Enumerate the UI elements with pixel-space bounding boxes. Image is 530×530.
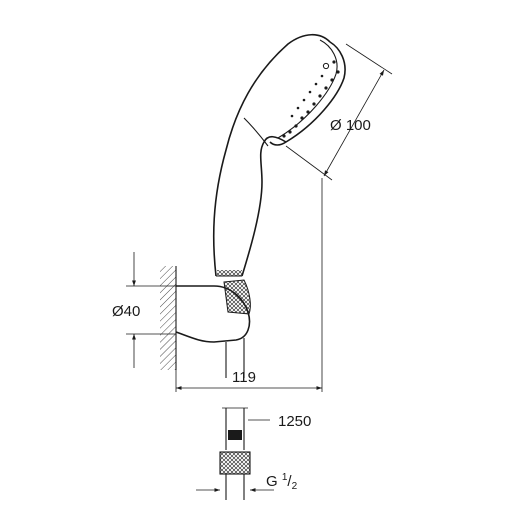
dimension-head-diameter: Ø 100 (285, 43, 393, 181)
dimension-hose-length: 1250 (248, 413, 311, 430)
hose-upper (225, 338, 245, 378)
hose-length-label: 1250 (278, 413, 311, 430)
thread-label: G 1/2 (266, 472, 298, 492)
holder-diameter-label: Ø40 (112, 303, 140, 320)
wall-holder (175, 279, 251, 343)
wall (160, 266, 177, 370)
dimension-thread: G 1/2 (196, 472, 298, 492)
projection-label: 119 (232, 369, 256, 386)
hose-lower (219, 407, 251, 500)
head-diameter-label: Ø 100 (330, 117, 371, 134)
dimension-projection: 119 (175, 369, 322, 392)
hand-shower (212, 33, 346, 277)
dimension-holder-diameter: Ø40 (112, 252, 176, 368)
